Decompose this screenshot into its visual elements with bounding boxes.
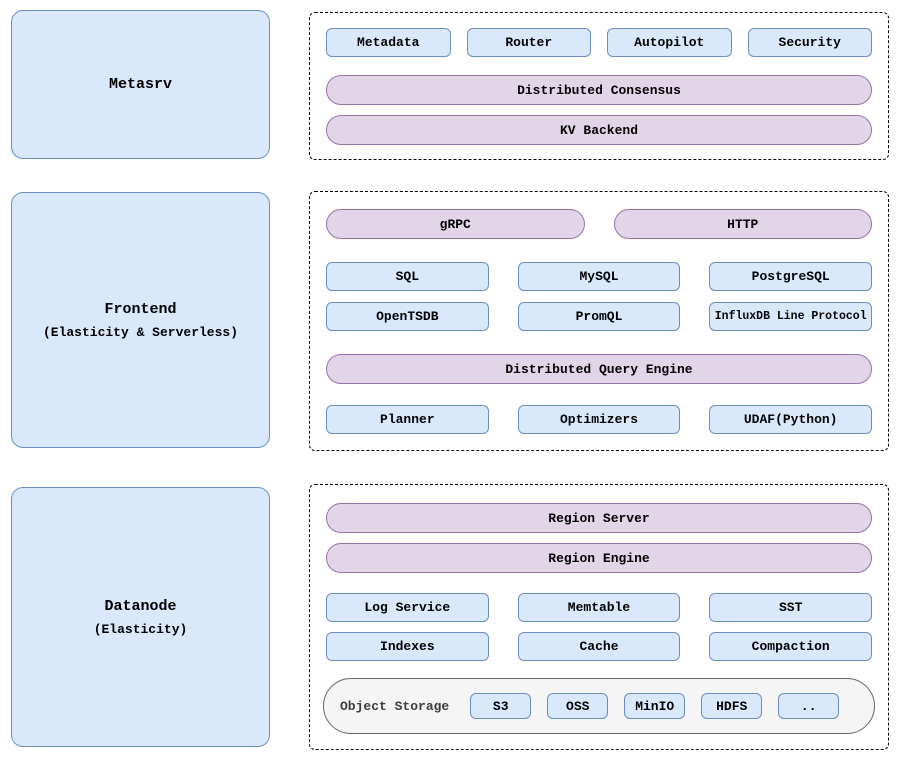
frontend-engine-components-row: Planner Optimizers UDAF(Python) <box>326 405 873 434</box>
datanode-title: Datanode <box>104 597 177 615</box>
component-planner: Planner <box>326 405 489 434</box>
component-security: Security <box>747 28 872 57</box>
datanode-storage-row-1: Log Service Memtable SST <box>326 593 873 622</box>
backend-more: .. <box>778 693 840 719</box>
pill-distributed-query-engine: Distributed Query Engine <box>326 354 872 384</box>
frontend-protocol-pills-row: gRPC HTTP <box>326 209 872 239</box>
pill-grpc: gRPC <box>326 209 585 239</box>
metasrv-components-row: Metadata Router Autopilot Security <box>326 28 872 57</box>
component-udaf-python: UDAF(Python) <box>709 405 873 434</box>
frontend-node-box: Frontend (Elasticity & Serverless) <box>11 192 270 448</box>
backend-s3: S3 <box>470 693 532 719</box>
component-compaction: Compaction <box>709 632 873 661</box>
backend-minio: MinIO <box>624 693 686 719</box>
component-influxdb-line-protocol: InfluxDB Line Protocol <box>709 302 873 331</box>
component-cache: Cache <box>517 632 681 661</box>
metasrv-title: Metasrv <box>108 76 172 93</box>
frontend-query-languages-row: SQL MySQL PostgreSQL <box>326 262 873 291</box>
component-router: Router <box>466 28 591 57</box>
component-mysql: MySQL <box>517 262 681 291</box>
metasrv-components-group: Metadata Router Autopilot Security Distr… <box>309 12 889 160</box>
backend-hdfs: HDFS <box>701 693 763 719</box>
pill-http: HTTP <box>613 209 872 239</box>
datanode-components-group: Region Server Region Engine Log Service … <box>309 484 889 750</box>
frontend-ingest-protocols-row: OpenTSDB PromQL InfluxDB Line Protocol <box>326 302 873 331</box>
component-promql: PromQL <box>517 302 681 331</box>
component-sql: SQL <box>326 262 489 291</box>
datanode-storage-row-2: Indexes Cache Compaction <box>326 632 873 661</box>
component-indexes: Indexes <box>326 632 489 661</box>
component-optimizers: Optimizers <box>517 405 681 434</box>
object-storage-label: Object Storage <box>340 698 450 714</box>
object-storage-container: Object Storage S3 OSS MinIO HDFS .. <box>323 678 875 734</box>
pill-region-engine: Region Engine <box>326 543 872 573</box>
frontend-subtitle: (Elasticity & Serverless) <box>42 324 239 340</box>
frontend-title: Frontend <box>104 300 177 318</box>
component-memtable: Memtable <box>517 593 681 622</box>
component-metadata: Metadata <box>326 28 451 57</box>
datanode-node-box: Datanode (Elasticity) <box>11 487 270 747</box>
frontend-components-group: gRPC HTTP SQL MySQL PostgreSQL OpenTSDB … <box>309 191 889 451</box>
pill-region-server: Region Server <box>326 503 872 533</box>
component-sst: SST <box>709 593 873 622</box>
object-storage-backends-row: S3 OSS MinIO HDFS .. <box>470 693 840 719</box>
component-autopilot: Autopilot <box>607 28 732 57</box>
component-postgresql: PostgreSQL <box>709 262 873 291</box>
metasrv-node-box: Metasrv <box>11 10 270 159</box>
backend-oss: OSS <box>547 693 609 719</box>
component-opentsdb: OpenTSDB <box>326 302 489 331</box>
pill-distributed-consensus: Distributed Consensus <box>326 75 872 105</box>
datanode-subtitle: (Elasticity) <box>93 621 188 637</box>
pill-kv-backend: KV Backend <box>326 115 872 145</box>
component-log-service: Log Service <box>326 593 489 622</box>
